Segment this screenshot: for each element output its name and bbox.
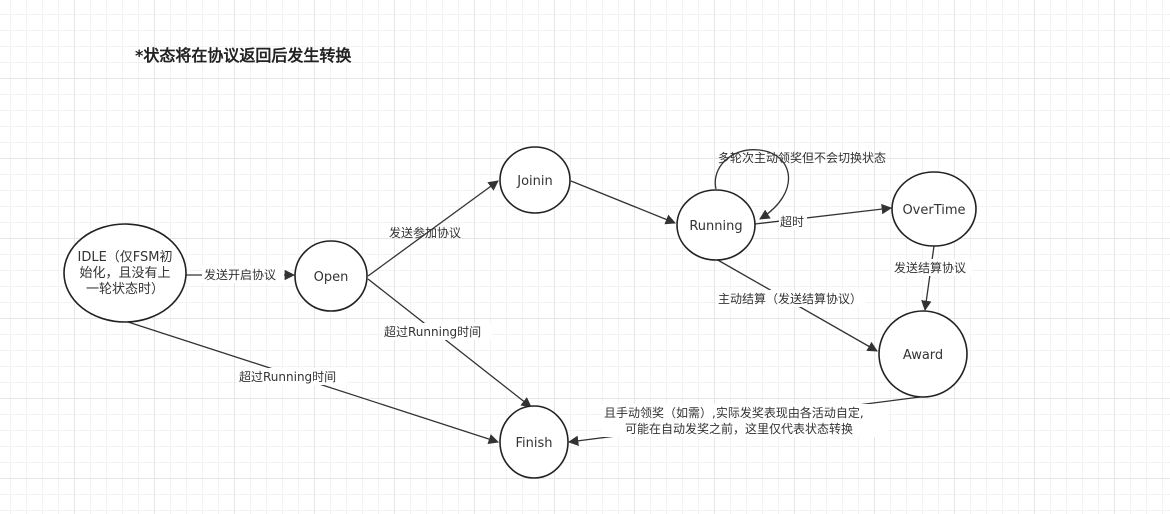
state-award: Award [878, 310, 968, 398]
svg-text:超过Running时间: 超过Running时间 [384, 324, 481, 339]
state-running: Running [676, 189, 756, 261]
label-idle-finish: 超过Running时间 [237, 368, 347, 385]
edge-running-self [714, 149, 790, 220]
state-finish: Finish [499, 405, 569, 479]
label-idle-open: 发送开启协议 [202, 266, 284, 283]
diagram-title: *状态将在协议返回后发生转换 [135, 46, 352, 65]
svg-text:Finish: Finish [515, 436, 552, 451]
svg-text:发送参加协议: 发送参加协议 [389, 225, 461, 240]
svg-text:一轮状态时）: 一轮状态时） [86, 282, 164, 297]
svg-text:OverTime: OverTime [902, 203, 965, 218]
svg-text:Open: Open [314, 270, 349, 285]
svg-text:Award: Award [903, 348, 943, 363]
state-open: Open [294, 240, 368, 312]
svg-text:超时: 超时 [780, 214, 804, 229]
svg-text:主动结算（发送结算协议）: 主动结算（发送结算协议） [718, 291, 862, 306]
svg-text:超过Running时间: 超过Running时间 [239, 369, 336, 384]
state-overtime: OverTime [891, 171, 977, 247]
label-running-self: 多轮次主动领奖但不会切换状态 [718, 151, 886, 165]
edge-running-overtime [754, 203, 893, 225]
label-running-overtime: 超时 [779, 214, 807, 230]
label-award-finish: 且手动领奖（如需）,实际发奖表现由各活动自定, 可能在自动发奖之前，这里仅代表状… [602, 404, 888, 437]
svg-text:Joinin: Joinin [516, 174, 553, 189]
edge-open-finish [367, 278, 532, 408]
svg-text:可能在自动发奖之前，这里仅代表状态转换: 可能在自动发奖之前，这里仅代表状态转换 [625, 421, 853, 436]
state-idle: IDLE（仅FSM初 始化，且没有上 一轮状态时） [63, 223, 187, 323]
edge-open-joinin [367, 180, 499, 277]
state-joinin: Joinin [499, 146, 571, 214]
svg-text:IDLE（仅FSM初: IDLE（仅FSM初 [77, 250, 172, 265]
label-overtime-award: 发送结算协议 [892, 259, 972, 276]
edge-joinin-running [570, 180, 676, 225]
svg-text:发送结算协议: 发送结算协议 [894, 260, 966, 275]
svg-text:始化，且没有上: 始化，且没有上 [79, 266, 170, 281]
label-open-finish: 超过Running时间 [382, 323, 492, 340]
label-running-award: 主动结算（发送结算协议） [716, 290, 866, 307]
svg-text:Running: Running [689, 219, 742, 234]
label-open-joinin: 发送参加协议 [389, 225, 461, 240]
svg-text:发送开启协议: 发送开启协议 [204, 267, 276, 282]
edge-overtime-award [921, 245, 935, 312]
svg-text:多轮次主动领奖但不会切换状态: 多轮次主动领奖但不会切换状态 [718, 151, 886, 165]
svg-text:且手动领奖（如需）,实际发奖表现由各活动自定,: 且手动领奖（如需）,实际发奖表现由各活动自定, [604, 405, 864, 420]
